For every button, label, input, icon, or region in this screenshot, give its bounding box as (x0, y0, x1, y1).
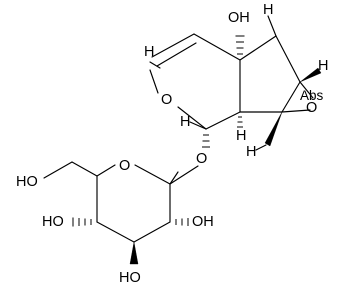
bond-c6-c7 (281, 81, 301, 113)
wedge-c7-methyl (264, 111, 283, 147)
wedge-c3p-oh (129, 241, 139, 265)
label-h-c1: H (180, 114, 190, 130)
label-oh-c2p: OH (192, 214, 214, 230)
bond-o2-c3 (149, 69, 159, 94)
hash-bond-c4p-oh (72, 217, 92, 227)
bond-o5p-c5p (96, 164, 116, 177)
label-ring-o-sugar: O (119, 158, 130, 174)
label-oh-c4a: OH (228, 10, 250, 26)
bond-c5-h (267, 15, 277, 37)
bond-c4-c4a (193, 33, 241, 61)
bond-c3-c4 (149, 61, 161, 69)
label-oh-ch2: HO (16, 174, 38, 190)
label-oh-c3p: HO (119, 270, 141, 286)
bond-c1p-o5p (134, 164, 171, 185)
wedge-c6-h (299, 67, 322, 83)
label-oh-c4p: HO (42, 214, 64, 230)
bond-c3-c4-double-inner (156, 42, 197, 67)
bond-c7-oep (281, 109, 311, 113)
hash-bond-c4a-oh (235, 35, 245, 55)
bond-c5-c6 (275, 35, 301, 83)
bond-c3-c4-double (151, 33, 195, 58)
label-abs: Abs (300, 88, 324, 103)
hash-bond-c1-oglyco (202, 134, 210, 148)
bond-c5p-c6p (71, 161, 98, 177)
label-h-methyl: H (246, 144, 256, 160)
bond-c1-o2 (177, 106, 207, 130)
bond-c6-oep (299, 81, 314, 99)
hash-bond-c2p-oh (175, 218, 189, 226)
bond-c6p-o6p (43, 161, 73, 179)
bond-c3p-c2p (133, 221, 171, 243)
label-ring-o-pyran: O (161, 92, 172, 108)
bond-c1-h (189, 121, 207, 130)
label-h-jf: H (236, 128, 246, 144)
label-h-cp-top: H (263, 2, 273, 18)
bond-c1p-h (169, 171, 179, 185)
bond-c4p-c3p (96, 221, 135, 243)
bond-c7a-c1 (205, 111, 241, 130)
label-glyco-o: O (196, 151, 207, 167)
bond-oglyco-c1p (169, 165, 199, 185)
hash-bond-c7a-h (237, 116, 243, 128)
label-h-c2: H (144, 44, 154, 60)
bond-methyl-h (255, 144, 267, 151)
label-h-cp-right: H (318, 58, 328, 74)
bond-c4a-c5 (239, 35, 277, 61)
label-epoxide-o: O (306, 100, 317, 116)
